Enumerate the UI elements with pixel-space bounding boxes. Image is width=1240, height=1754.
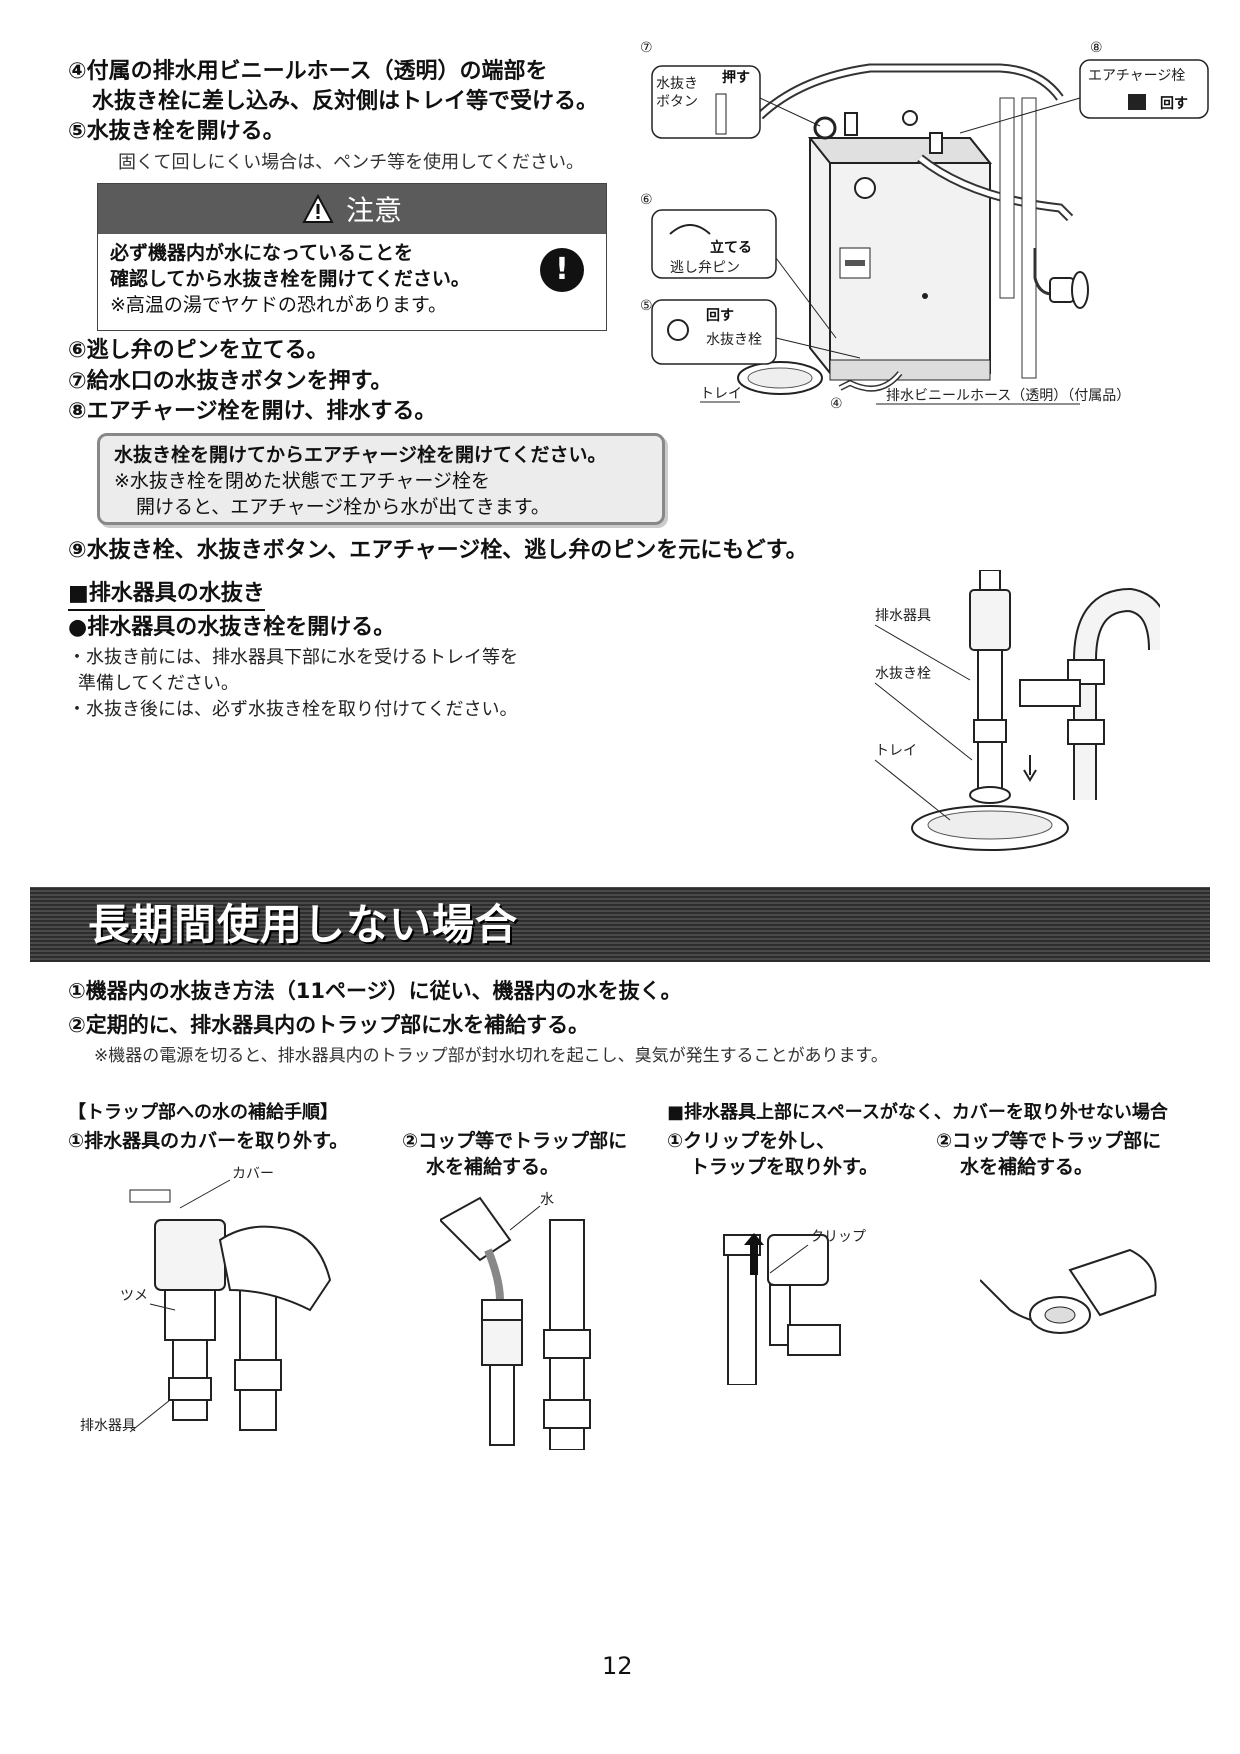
drain-plug-label: 水抜き栓 xyxy=(706,332,762,348)
button-label-1: 水抜き xyxy=(656,76,698,92)
step-8: ⑧エアチャージ栓を開け、排水する。 xyxy=(68,399,437,424)
caution-header: 注意 xyxy=(98,184,606,234)
procedure-a2-line1: ②コップ等でトラップ部に xyxy=(402,1130,628,1152)
callout-4-number: ④ xyxy=(830,396,843,412)
fig-refill-water: 水 xyxy=(440,1192,591,1450)
button-label-2: ボタン xyxy=(656,94,698,110)
fig-water-label: 水 xyxy=(540,1192,554,1208)
fig-fixture-label: 排水器具 xyxy=(80,1418,136,1434)
caution-line1: 必ず機器内が水になっていることを xyxy=(110,242,414,264)
drain-step: ●排水器具の水抜き栓を開ける。 xyxy=(68,615,396,640)
drain-note-1: ・水抜き前には、排水器具下部に水を受けるトレイ等を xyxy=(68,647,518,668)
step-7: ⑦給水口の水抜きボタンを押す。 xyxy=(68,369,393,394)
procedure-a2-line2: 水を補給する。 xyxy=(426,1156,560,1178)
callout-6-number: ⑥ xyxy=(640,192,653,208)
drain-note-2: ・水抜き後には、必ず水抜き栓を取り付けてください。 xyxy=(68,699,518,720)
caution-line2: 確認してから水抜き栓を開けてください。 xyxy=(110,268,470,290)
hose-label: 排水ビニールホース（透明）（付属品） xyxy=(886,388,1130,404)
drain-section-title: ■排水器具の水抜き xyxy=(68,575,265,611)
procedure-title: 【トラップ部への水の補給手順】 xyxy=(68,1102,338,1123)
fig-remove-clip: クリップ xyxy=(723,1229,866,1385)
drain-fixture-figure: 排水器具 水抜き栓 トレイ xyxy=(874,570,1160,851)
fig-cover-label: カバー xyxy=(232,1166,274,1182)
push-label: 押す xyxy=(722,69,750,86)
callout-8-number: ⑧ xyxy=(1090,40,1103,56)
drain-note-1b: 準備してください。 xyxy=(78,673,239,694)
water-heater-unit-figure: ⑦ 水抜き ボタン 押す ⑧ エアチャージ栓 回す ⑥ 立てる 逃し弁ピン ⑤ … xyxy=(640,40,1209,412)
relief-pin-label: 逃し弁ピン xyxy=(670,260,740,276)
step-4-line1: ④付属の排水用ビニールホース（透明）の端部を xyxy=(68,59,548,84)
callout-7-number: ⑦ xyxy=(640,40,653,56)
important-line3: 開けると、エアチャージ栓から水が出てきます。 xyxy=(136,496,550,518)
procedure-b1-line2: トラップを取り外す。 xyxy=(690,1156,879,1178)
caution-line3: ※高温の湯でヤケドの恐れがあります。 xyxy=(110,294,448,316)
step-5: ⑤水抜き栓を開ける。 xyxy=(68,119,285,144)
procedure-b2-line1: ②コップ等でトラップ部に xyxy=(936,1130,1162,1152)
fig-tray-label: トレイ xyxy=(875,743,917,759)
caution-box: 注意 必ず機器内が水になっていることを 確認してから水抜き栓を開けてください。 … xyxy=(97,183,607,331)
step-6: ⑥逃し弁のピンを立てる。 xyxy=(68,338,329,363)
step-5-note: 固くて回しにくい場合は、ペンチ等を使用してください。 xyxy=(118,152,585,173)
procedure-b2-line2: 水を補給する。 xyxy=(960,1156,1094,1178)
tray-label: トレイ xyxy=(700,386,742,402)
air-charge-label: エアチャージ栓 xyxy=(1088,68,1185,84)
important-line2: ※水抜き栓を閉めた状態でエアチャージ栓を xyxy=(114,470,490,492)
procedure-alt-title: ■排水器具上部にスペースがなく、カバーを取り外せない場合 xyxy=(667,1102,1168,1123)
long-term-banner: 長期間使用しない場合 xyxy=(30,887,1210,962)
long-term-step-2-note: ※機器の電源を切ると、排水器具内のトラップ部が封水切れを起こし、臭気が発生するこ… xyxy=(94,1046,888,1066)
heater-unit-body xyxy=(807,137,993,381)
important-line1: 水抜き栓を開けてからエアチャージ栓を開けてください。 xyxy=(114,444,607,466)
callout-5-number: ⑤ xyxy=(640,298,653,314)
stand-label: 立てる xyxy=(710,239,752,256)
procedure-b1-line1: ①クリップを外し、 xyxy=(667,1130,836,1152)
long-term-step-1: ①機器内の水抜き方法（11ページ）に従い、機器内の水を抜く。 xyxy=(68,979,682,1003)
procedure-a1: ①排水器具のカバーを取り外す。 xyxy=(68,1130,349,1152)
fig-claw-label: ツメ xyxy=(120,1288,148,1304)
exclamation-icon: ! xyxy=(540,248,584,292)
step-4-line2: 水抜き栓に差し込み、反対側はトレイ等で受ける。 xyxy=(92,89,599,114)
warning-icon xyxy=(302,194,334,223)
long-term-step-2: ②定期的に、排水器具内のトラップ部に水を補給する。 xyxy=(68,1013,590,1037)
turn-label-drain: 回す xyxy=(706,308,734,324)
fig-clip-label: クリップ xyxy=(810,1229,866,1245)
fig-drain-fixture-label: 排水器具 xyxy=(875,608,931,624)
important-note-box: 水抜き栓を開けてからエアチャージ栓を開けてください。 ※水抜き栓を閉めた状態でエ… xyxy=(97,433,665,525)
page-number: 12 xyxy=(602,1652,633,1680)
fig-remove-cover: カバー ツメ 排水器具 xyxy=(80,1166,332,1434)
turn-label-air: 回す xyxy=(1160,96,1188,112)
fig-drain-plug-label: 水抜き栓 xyxy=(875,666,931,682)
fig-refill-water-alt xyxy=(980,1248,1157,1334)
caution-title: 注意 xyxy=(345,194,402,227)
step-9: ⑨水抜き栓、水抜きボタン、エアチャージ栓、逃し弁のピンを元にもどす。 xyxy=(68,538,808,563)
